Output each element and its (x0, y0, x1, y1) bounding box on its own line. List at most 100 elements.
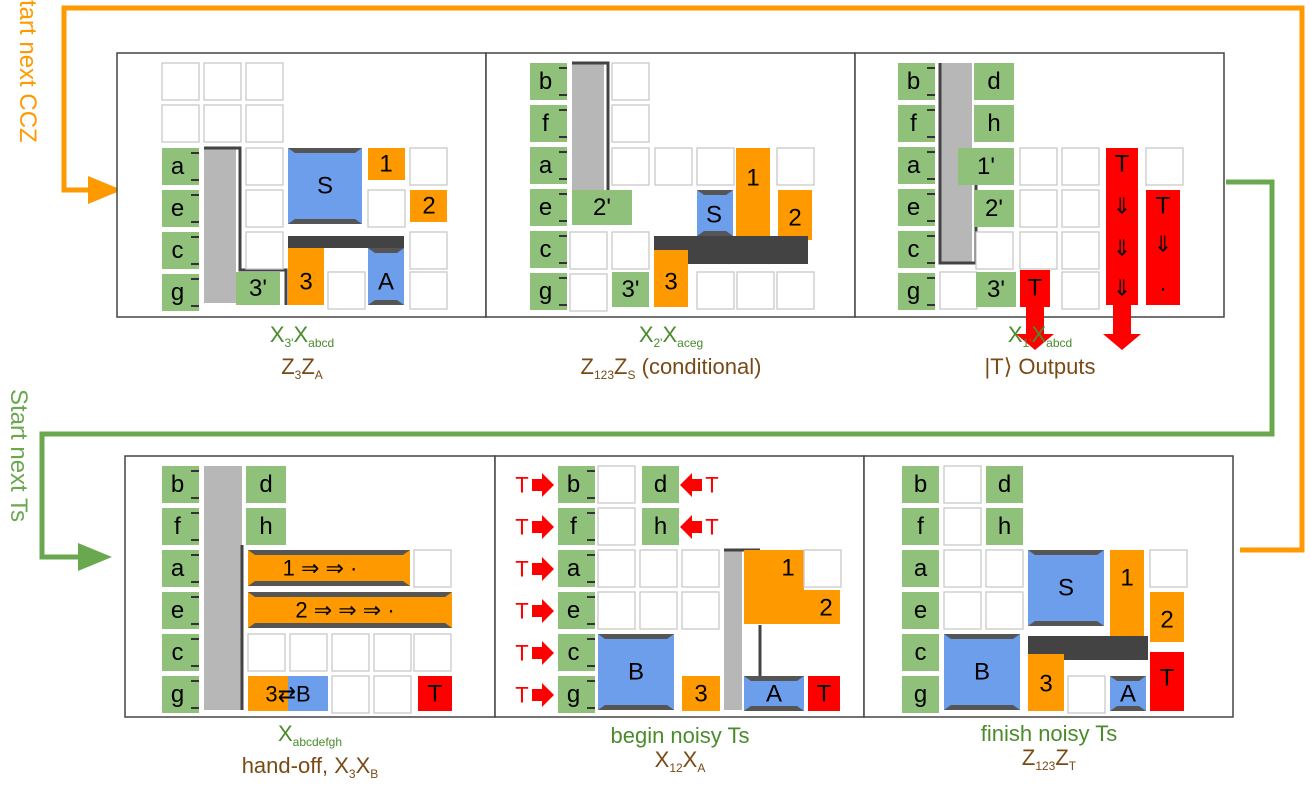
qubit-label: e (907, 194, 920, 221)
bevel-edge (248, 550, 410, 555)
t-label: T (1028, 275, 1043, 302)
flow-arrows (39, 5, 1305, 571)
qubit-label: f (570, 513, 577, 540)
caption-text: X (638, 322, 654, 347)
bevel-edge (248, 592, 452, 597)
bevel-edge (1028, 621, 1104, 626)
empty-cell (245, 147, 284, 186)
empty-cell (367, 189, 406, 228)
green-qubit-tile (902, 592, 939, 629)
orange-tile-2 (744, 590, 840, 624)
qubit-label: g (539, 278, 552, 305)
qubit-label: 2' (985, 195, 1003, 222)
caption-subscript: A (697, 761, 706, 775)
empty-cell (597, 465, 636, 504)
caption-line-1: X2'Xaceg (486, 323, 856, 355)
empty-cell (569, 231, 608, 270)
tile-notch (927, 109, 935, 138)
dark-bus-bar (288, 236, 404, 248)
tile-notch (587, 638, 595, 667)
bevel-edge (368, 248, 404, 253)
bevel-edge (697, 231, 733, 236)
green-qubit-tile (898, 189, 935, 226)
red-arrow-icon (680, 515, 702, 539)
tile-notch (559, 151, 567, 180)
tile-label-1: 1 (379, 151, 392, 178)
green-qubit-tile (902, 508, 939, 545)
red-arrow-icon (532, 599, 554, 623)
bevel-edge (697, 190, 733, 195)
green-qubit-tile (530, 273, 567, 310)
qubit-label: c (915, 639, 927, 666)
bevel-edge (598, 705, 674, 710)
caption-line-2: Z123ZS (conditional) (486, 355, 856, 387)
qubit-label: f (542, 110, 549, 137)
empty-cell (161, 104, 200, 143)
tile-notch (191, 680, 199, 709)
caption-subscript: abcdefgh (292, 735, 343, 749)
caption-text: X (1007, 322, 1023, 347)
empty-cell (203, 104, 242, 143)
caption-line-1: finish noisy Ts (980, 721, 1118, 746)
green-qubit-tile (162, 274, 199, 311)
empty-cell (1061, 147, 1100, 186)
green-qubit-tile (162, 676, 199, 713)
qubit-label: c (540, 236, 552, 263)
caption-line-2: Z3ZA (117, 355, 487, 387)
caption-subscript: 123 (1035, 759, 1056, 773)
green-qubit-tile (898, 63, 935, 100)
empty-cell (1145, 147, 1184, 186)
tile-notch (191, 152, 199, 181)
caption-line-1: Xabcdefgh (125, 722, 495, 754)
empty-cell (975, 231, 1014, 270)
a-patch (1110, 676, 1146, 711)
green-qubit-tile (162, 466, 199, 503)
b-label: B (628, 659, 644, 686)
green-qubit-tile (246, 508, 286, 545)
swap-label: 3⇄B (265, 682, 310, 707)
t-label: T (817, 681, 832, 708)
green-qubit-tile (642, 508, 679, 545)
empty-cell (409, 271, 448, 310)
red-t-column (1106, 148, 1138, 305)
green-qubit-tile (236, 272, 280, 305)
caption-text: X (662, 322, 678, 347)
caption-subscript: 12 (669, 761, 683, 775)
caption-subscript: abcd (308, 336, 335, 350)
caption-text: X (654, 747, 670, 772)
empty-cell (597, 507, 636, 546)
qubit-label: c (908, 236, 920, 263)
tile-notch (559, 193, 567, 222)
caption-subscript: 2' (653, 336, 663, 350)
empty-cell (247, 633, 286, 672)
tile-label-1: 1 (1120, 565, 1133, 592)
qubit-label: 3' (622, 276, 640, 303)
green-qubit-tile (558, 550, 595, 587)
green-qubit-tile (902, 676, 939, 713)
green-qubit-tile (572, 190, 632, 225)
empty-cell (985, 591, 1024, 630)
tile-notch (191, 638, 199, 667)
empty-cell (1061, 271, 1100, 310)
green-qubit-tile (902, 634, 939, 671)
empty-cell (597, 591, 636, 630)
empty-cell (245, 104, 284, 143)
s-label: S (317, 173, 333, 200)
orange-tile-1 (368, 148, 405, 180)
qubit-label: a (907, 152, 921, 179)
s-patch (1028, 550, 1104, 626)
green-flow-arrowhead (78, 543, 112, 571)
green-qubit-tile (530, 105, 567, 142)
red-down-arrow-icon (1016, 305, 1054, 350)
b-patch (944, 634, 1020, 710)
empty-cell (1149, 549, 1188, 588)
caption-text: X (293, 322, 309, 347)
empty-cell (245, 231, 284, 270)
down-arrow-glyph: ⇓ (1154, 232, 1172, 257)
bevel-edge (944, 634, 1020, 639)
orange-flow-line (61, 5, 1305, 553)
tile-notch (191, 512, 199, 541)
empty-cell (1019, 189, 1058, 228)
